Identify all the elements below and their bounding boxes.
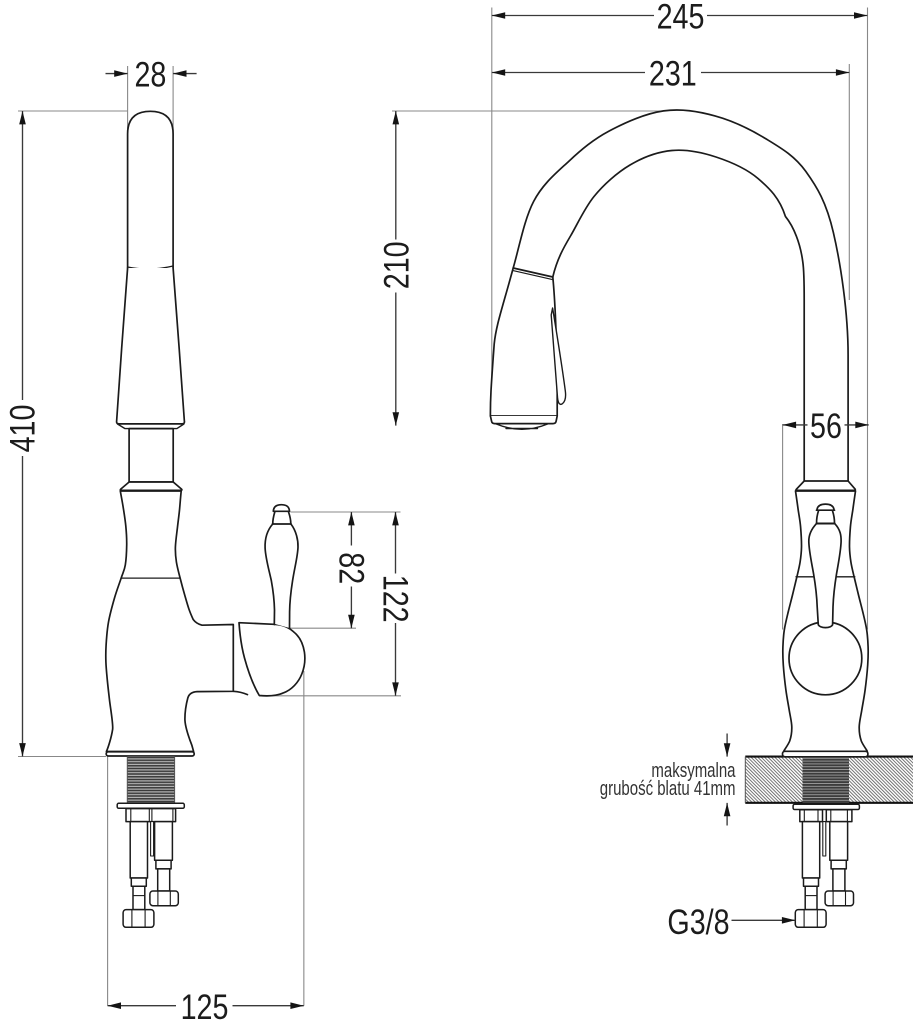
svg-text:231: 231 xyxy=(649,54,697,93)
svg-text:210: 210 xyxy=(377,241,416,289)
svg-text:245: 245 xyxy=(657,0,705,36)
svg-text:122: 122 xyxy=(376,575,415,623)
svg-text:410: 410 xyxy=(3,405,42,453)
svg-text:125: 125 xyxy=(181,987,229,1024)
svg-text:28: 28 xyxy=(134,55,166,94)
svg-text:grubość blatu 41mm: grubość blatu 41mm xyxy=(600,777,736,800)
svg-text:G3/8: G3/8 xyxy=(667,902,729,941)
svg-text:82: 82 xyxy=(332,552,371,584)
svg-text:maksymalna: maksymalna xyxy=(651,759,735,782)
svg-text:56: 56 xyxy=(810,406,842,445)
